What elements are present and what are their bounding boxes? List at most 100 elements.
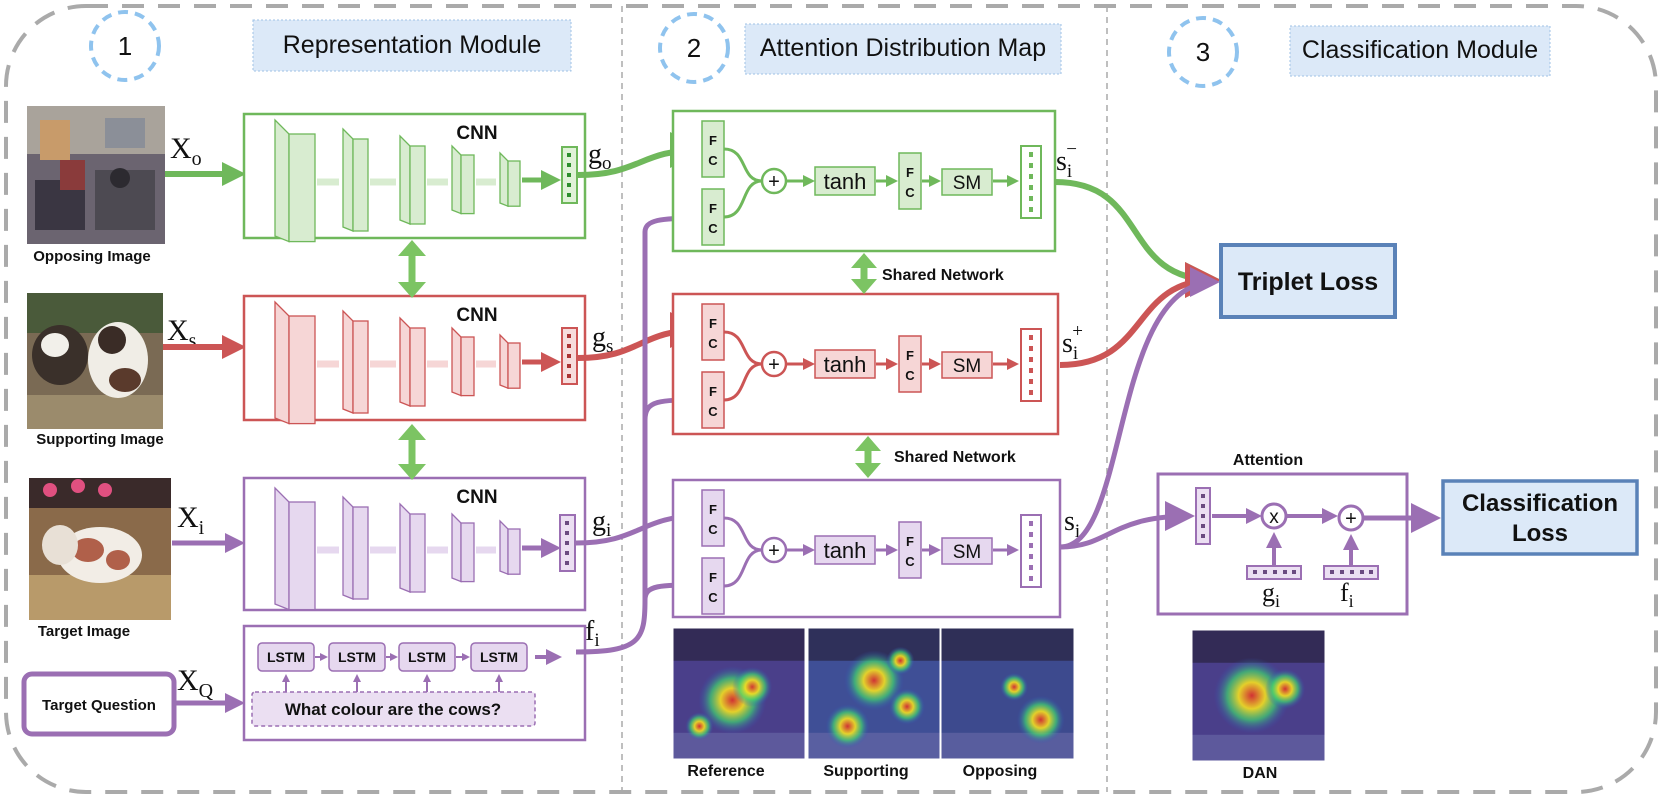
supporting-image bbox=[27, 293, 163, 429]
svg-text:C: C bbox=[905, 554, 915, 569]
svg-text:SM: SM bbox=[953, 173, 982, 194]
section-1-number: 1 bbox=[118, 31, 132, 61]
feature-gs-label: gs bbox=[592, 322, 613, 357]
section-3-number: 3 bbox=[1196, 37, 1210, 67]
lstm-cell: LSTM bbox=[328, 642, 386, 692]
svg-text:C: C bbox=[708, 153, 718, 168]
section-1-title: Representation Module bbox=[283, 31, 542, 59]
link-s-triplet bbox=[1059, 267, 1220, 550]
link-s-attention bbox=[1059, 501, 1195, 550]
svg-text:F: F bbox=[709, 502, 717, 517]
sum-node: + bbox=[760, 536, 788, 564]
fc-layer: FC bbox=[701, 303, 725, 361]
svg-text:tanh: tanh bbox=[824, 352, 867, 377]
svg-text:F: F bbox=[906, 165, 914, 180]
lstm-label: LSTM bbox=[267, 649, 305, 665]
shared-network-arrow-1 bbox=[851, 253, 877, 294]
fc-layer: FC bbox=[898, 521, 922, 579]
svg-text:F: F bbox=[709, 570, 717, 585]
multiply-node bbox=[1260, 502, 1288, 530]
cnn-label: CNN bbox=[456, 305, 497, 326]
lstm-label: LSTM bbox=[338, 649, 376, 665]
cnn-layer bbox=[342, 309, 369, 414]
svg-text:C: C bbox=[708, 404, 718, 419]
heatmap-hotspot bbox=[886, 646, 915, 675]
sum-node: + bbox=[760, 350, 788, 378]
gi-vector-horizontal bbox=[1246, 565, 1302, 580]
softmax-layer: SM bbox=[941, 351, 993, 379]
outer-frame bbox=[4, 4, 1658, 794]
feature-gi-label: gi bbox=[592, 506, 611, 541]
target-image bbox=[29, 478, 171, 620]
tanh-layer: tanh bbox=[814, 349, 876, 379]
svg-text:F: F bbox=[709, 384, 717, 399]
fc-layer: FC bbox=[701, 371, 725, 429]
section-2-title: Attention Distribution Map bbox=[760, 34, 1046, 62]
target-image-label: Target Image bbox=[38, 623, 130, 640]
input-xs-label: Xs bbox=[167, 314, 197, 352]
svg-text:C: C bbox=[905, 185, 915, 200]
svg-text:tanh: tanh bbox=[824, 538, 867, 563]
triplet-loss-box bbox=[1219, 243, 1397, 319]
section-2-number: 2 bbox=[687, 33, 701, 63]
feature-gi bbox=[559, 514, 576, 572]
feature-go bbox=[561, 146, 578, 204]
sum-node: + bbox=[760, 167, 788, 195]
add-node bbox=[1337, 504, 1365, 532]
svg-text:+: + bbox=[768, 354, 780, 376]
fi-vector-horizontal bbox=[1323, 565, 1379, 580]
svg-text:F: F bbox=[709, 133, 717, 148]
attention-map-vector bbox=[1020, 328, 1042, 402]
cnn-layer bbox=[342, 127, 369, 232]
cnn-layer bbox=[451, 326, 475, 397]
link-s-plus-triplet bbox=[1059, 262, 1221, 368]
heatmap-hotspot bbox=[1016, 695, 1065, 744]
svg-text:C: C bbox=[708, 522, 718, 537]
svg-text:C: C bbox=[708, 336, 718, 351]
cnn-layer bbox=[451, 144, 475, 215]
target-question-label: Target Question bbox=[42, 697, 156, 714]
question-text-box bbox=[251, 691, 536, 727]
svg-text:C: C bbox=[708, 221, 718, 236]
classification-loss-line-1: Classification bbox=[1462, 490, 1618, 517]
fc-merge bbox=[723, 147, 763, 183]
svg-text:F: F bbox=[906, 534, 914, 549]
attention-vector bbox=[1195, 487, 1211, 545]
fc-merge bbox=[723, 516, 763, 552]
heatmap-label-dan: DAN bbox=[1243, 765, 1278, 782]
cnn-layer bbox=[342, 495, 369, 600]
score-s-minus: si− bbox=[1056, 139, 1077, 182]
add-symbol: + bbox=[1345, 508, 1357, 530]
cnn-label: CNN bbox=[456, 123, 497, 144]
fc-layer: FC bbox=[701, 120, 725, 178]
feature-fi-label: fi bbox=[585, 616, 600, 651]
svg-text:SM: SM bbox=[953, 542, 982, 563]
fc-merge bbox=[723, 179, 763, 219]
fc-merge bbox=[723, 330, 763, 366]
svg-text:SM: SM bbox=[953, 356, 982, 377]
cnn-layer bbox=[274, 486, 316, 611]
attention-map-vector bbox=[1020, 145, 1042, 219]
lstm-label: LSTM bbox=[480, 649, 518, 665]
section-1-header: 1 Representation Module bbox=[89, 10, 572, 82]
fc-layer: FC bbox=[701, 557, 725, 615]
cnn-layer bbox=[451, 512, 475, 583]
heatmap-hotspot bbox=[732, 666, 773, 707]
classification-loss-box bbox=[1441, 479, 1639, 556]
gi-label-bottom: gi bbox=[1262, 578, 1280, 611]
tanh-layer: tanh bbox=[814, 535, 876, 565]
heatmap-label-opposing: Opposing bbox=[963, 763, 1038, 780]
multiply-symbol: x bbox=[1269, 507, 1279, 528]
cnn-layer bbox=[499, 333, 521, 390]
score-s-plus: si+ bbox=[1062, 321, 1083, 364]
shared-weights-arrow-1 bbox=[398, 240, 426, 298]
fc-layer: FC bbox=[701, 188, 725, 246]
feature-go-label: go bbox=[588, 139, 612, 174]
section-3-header: 3 Classification Module bbox=[1167, 16, 1551, 88]
fc-layer: FC bbox=[898, 152, 922, 210]
lstm-label: LSTM bbox=[408, 649, 446, 665]
svg-text:C: C bbox=[905, 368, 915, 383]
cnn-layer bbox=[499, 519, 521, 576]
tanh-layer: tanh bbox=[814, 166, 876, 196]
